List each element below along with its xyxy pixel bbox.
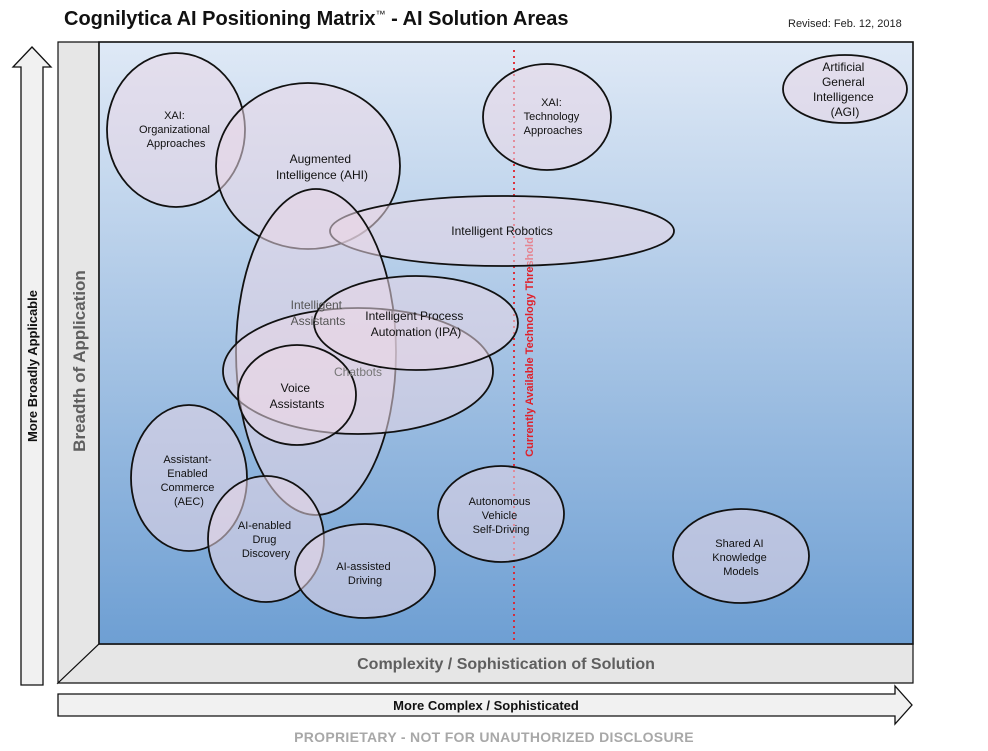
label-line: General — [822, 75, 865, 89]
label-line: Intelligence (AHI) — [276, 168, 368, 182]
ipa-label: Intelligent Process Automation (IPA) — [365, 309, 466, 339]
shared-knowledge-label: Shared AI Knowledge Models — [712, 538, 770, 578]
threshold-label: Currently Available Technology Threshold — [524, 237, 536, 457]
label-line: Commerce — [161, 482, 215, 494]
solution-areas — [106, 52, 908, 619]
xai-technology-bubble — [482, 63, 612, 171]
label-line: Knowledge — [712, 552, 766, 564]
drug-discovery-label: AI-enabled Drug Discovery — [238, 520, 294, 560]
label-line: Drug — [253, 534, 277, 546]
label-line: Shared AI — [715, 538, 763, 550]
label-line: Assistants — [291, 314, 346, 328]
autonomous-vehicle-bubble — [437, 465, 565, 563]
title-text: Cognilytica AI Positioning Matrix — [64, 8, 376, 30]
label-line: (AGI) — [831, 105, 860, 119]
label-line: (AEC) — [174, 496, 204, 508]
voice-assistants-label: Voice Assistants — [270, 381, 325, 411]
label-line: Self-Driving — [473, 524, 530, 536]
ipa-bubble — [313, 275, 519, 371]
footer-disclaimer: PROPRIETARY - NOT FOR UNAUTHORIZED DISCL… — [294, 729, 694, 745]
label-line: Assistants — [270, 397, 325, 411]
label-line: Artificial — [822, 60, 864, 74]
title-suffix: - AI Solution Areas — [385, 8, 569, 30]
label-line: Driving — [348, 575, 382, 587]
label-line: Technology — [524, 111, 580, 123]
xai-organizational-label: XAI: Organizational Approaches — [139, 110, 213, 150]
agi-bubble — [782, 54, 908, 124]
label-line: XAI: — [541, 97, 562, 109]
label-line: Vehicle — [482, 510, 517, 522]
voice-assistants-bubble — [237, 344, 357, 446]
page-title: Cognilytica AI Positioning Matrix™ - AI … — [64, 8, 569, 31]
label-line: Organizational — [139, 124, 210, 136]
y-axis-label: Breadth of Application — [70, 270, 89, 452]
label-line: Intelligent — [291, 298, 343, 312]
xai-technology-label: XAI: Technology Approaches — [524, 97, 583, 137]
ai-assisted-driving-label: AI-assisted Driving — [336, 561, 393, 587]
revised-date: Revised: Feb. 12, 2018 — [788, 18, 902, 30]
label-line: Discovery — [242, 548, 291, 560]
intelligent-assistants-label: Intelligent Assistants — [291, 298, 346, 328]
label-line: Approaches — [524, 125, 583, 137]
label-line: Enabled — [167, 468, 207, 480]
label-line: Autonomous — [469, 496, 531, 508]
ai-assisted-driving-bubble — [294, 523, 436, 619]
label-line: Voice — [281, 381, 311, 395]
chatbots-label: Chatbots — [334, 365, 382, 379]
area-labels: XAI: Organizational Approaches Augmented… — [139, 60, 877, 587]
x-axis-label: Complexity / Sophistication of Solution — [357, 656, 655, 673]
vertical-arrow — [11, 46, 53, 686]
aec-label: Assistant- Enabled Commerce (AEC) — [161, 454, 218, 508]
label-line: AI-assisted — [336, 561, 390, 573]
ahi-label: Augmented Intelligence (AHI) — [276, 152, 368, 182]
vertical-arrow-label: More Broadly Applicable — [25, 290, 40, 442]
label-line: Augmented — [290, 152, 351, 166]
label-line: Intelligence — [813, 90, 874, 104]
agi-label: Artificial General Intelligence (AGI) — [813, 60, 877, 119]
label-line: AI-enabled — [238, 520, 291, 532]
horizontal-arrow — [57, 684, 913, 726]
intelligent-robotics-label: Intelligent Robotics — [451, 224, 552, 238]
label-line: Automation (IPA) — [371, 325, 461, 339]
horizontal-arrow-label: More Complex / Sophisticated — [393, 698, 579, 713]
trademark-mark: ™ — [375, 9, 386, 21]
label-line: XAI: — [164, 110, 185, 122]
shared-knowledge-bubble — [672, 508, 810, 604]
label-line: Approaches — [147, 138, 206, 150]
label-line: Models — [723, 566, 759, 578]
label-line: Intelligent Process — [365, 309, 463, 323]
autonomous-vehicle-label: Autonomous Vehicle Self-Driving — [469, 496, 534, 536]
label-line: Assistant- — [163, 454, 212, 466]
